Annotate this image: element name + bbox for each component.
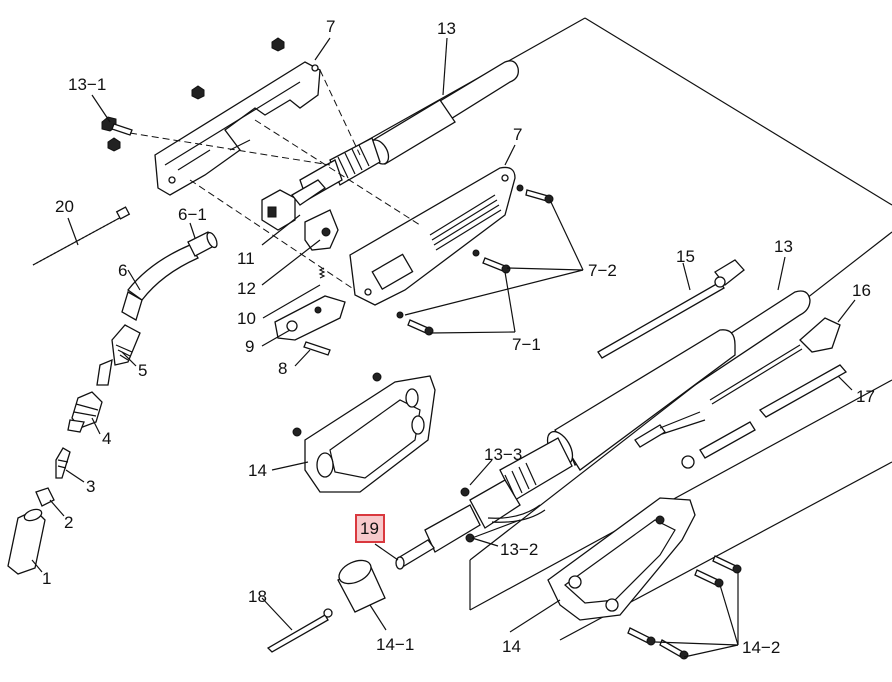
label-8: 8	[278, 359, 287, 378]
label-14-2: 14−2	[742, 638, 780, 657]
spring-20	[32, 206, 131, 266]
label-20: 20	[55, 197, 74, 216]
label-5: 5	[138, 361, 147, 380]
label-6-1: 6−1	[178, 205, 207, 224]
leader-lines	[31, 37, 856, 658]
handle-upper-half	[154, 37, 321, 196]
label-13-upper: 13	[437, 19, 456, 38]
bracket-9	[274, 295, 346, 341]
label-7-1: 7−1	[512, 335, 541, 354]
sleeve-14-1	[337, 559, 386, 613]
pin-18	[266, 608, 333, 653]
label-10: 10	[237, 309, 256, 328]
rod-15	[597, 259, 745, 359]
label-16: 16	[852, 281, 871, 300]
label-2: 2	[64, 513, 73, 532]
label-13-2: 13−2	[500, 540, 538, 559]
housing-14-left	[292, 372, 436, 493]
connector-16	[634, 317, 841, 448]
label-15: 15	[676, 247, 695, 266]
pin-19	[395, 539, 435, 570]
label-7-upper: 7	[326, 17, 335, 36]
label-18: 18	[248, 587, 267, 606]
label-13-1: 13−1	[68, 75, 106, 94]
label-7-2: 7−2	[588, 261, 617, 280]
pin-8	[303, 341, 331, 356]
tip-3	[55, 447, 71, 479]
label-14-left: 14	[248, 461, 267, 480]
insulator-5	[96, 324, 141, 386]
screw-13-1	[101, 116, 133, 152]
alignment-lines	[129, 69, 421, 291]
label-6: 6	[118, 261, 127, 280]
tip-adaptor-4	[67, 391, 103, 433]
highlight-box-19	[355, 514, 385, 543]
nozzle-1	[7, 508, 46, 575]
label-3: 3	[86, 477, 95, 496]
housing-14-right	[547, 497, 696, 621]
label-12: 12	[237, 279, 256, 298]
handle-lower-half	[349, 166, 516, 306]
label-4: 4	[102, 429, 111, 448]
label-19: 19	[360, 519, 379, 538]
label-14-1: 14−1	[376, 635, 414, 654]
spring-10	[318, 267, 326, 279]
switch-11	[261, 179, 326, 231]
label-13-3: 13−3	[484, 445, 522, 464]
screws-14-2	[627, 555, 742, 660]
label-7-lower: 7	[513, 125, 522, 144]
barrel-lower	[424, 290, 811, 553]
label-13-lower: 13	[774, 237, 793, 256]
label-11: 11	[237, 249, 255, 268]
label-1: 1	[42, 569, 51, 588]
label-17: 17	[856, 387, 875, 406]
cable-17	[681, 364, 848, 469]
insulator-2	[35, 487, 55, 507]
trigger-12	[304, 209, 339, 251]
barrel-upper	[299, 60, 519, 201]
callout-labels: 7 13 13−1 7 20 6−1 6 11 12 10 9 8 5 4 3 …	[42, 17, 875, 657]
neck-6	[121, 231, 218, 321]
label-9: 9	[245, 337, 254, 356]
label-14-right: 14	[502, 637, 521, 656]
